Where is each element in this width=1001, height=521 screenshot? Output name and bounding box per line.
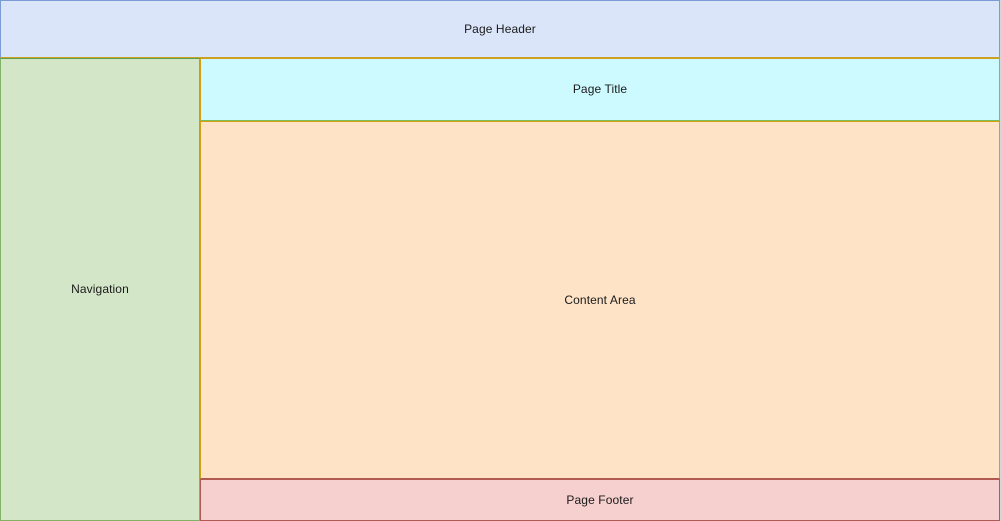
page-footer-label: Page Footer <box>566 492 634 507</box>
navigation-region: Navigation <box>0 58 200 521</box>
page-title-label: Page Title <box>572 82 628 96</box>
navigation-label: Navigation <box>71 282 129 296</box>
content-area-region: Content Area <box>200 121 1000 479</box>
page-header-region: Page Header <box>0 0 1000 58</box>
page-title-region: Page Title <box>200 58 1000 121</box>
page-header-label: Page Header <box>464 21 536 36</box>
content-area-label: Content Area <box>564 292 636 307</box>
page-footer-region: Page Footer <box>200 479 1000 521</box>
